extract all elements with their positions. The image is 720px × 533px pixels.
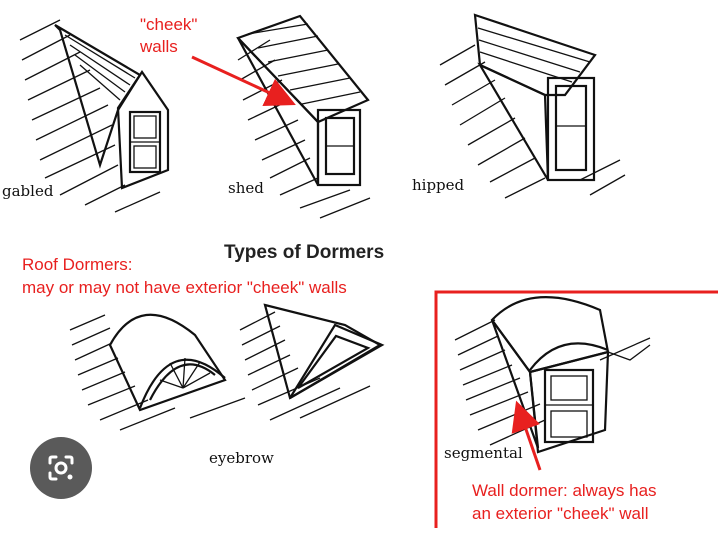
label-hipped: hipped [412, 176, 465, 194]
label-eyebrow: eyebrow [209, 449, 274, 467]
annotation-cheek-walls-1: "cheek" [140, 15, 197, 34]
wall-dormer-arrow [511, 400, 542, 471]
lens-search-button[interactable] [30, 437, 92, 499]
label-segmental: segmental [444, 444, 523, 462]
eyebrow-dormer-drawing [239, 303, 385, 421]
label-shed: shed [228, 179, 264, 197]
annotation-roof-dormers-2: may or may not have exterior "cheek" wal… [22, 278, 347, 297]
label-gabled: gabled [2, 182, 54, 200]
annotation-wall-dormer-1: Wall dormer: always has [472, 481, 657, 500]
annotation-wall-dormer-2: an exterior "cheek" wall [472, 504, 648, 523]
segmental-dormer-drawing [454, 296, 651, 454]
hipped-dormer-drawing [439, 13, 626, 199]
cheek-walls-arrow [191, 55, 296, 107]
round-eyebrow-dormer-drawing [69, 313, 246, 431]
gabled-dormer-drawing [19, 19, 170, 213]
google-lens-icon [48, 455, 74, 481]
annotation-cheek-walls-2: walls [139, 37, 178, 56]
diagram-title: Types of Dormers [224, 242, 384, 263]
wall-dormer-frame [434, 290, 718, 528]
annotation-roof-dormers-1: Roof Dormers: [22, 255, 133, 274]
